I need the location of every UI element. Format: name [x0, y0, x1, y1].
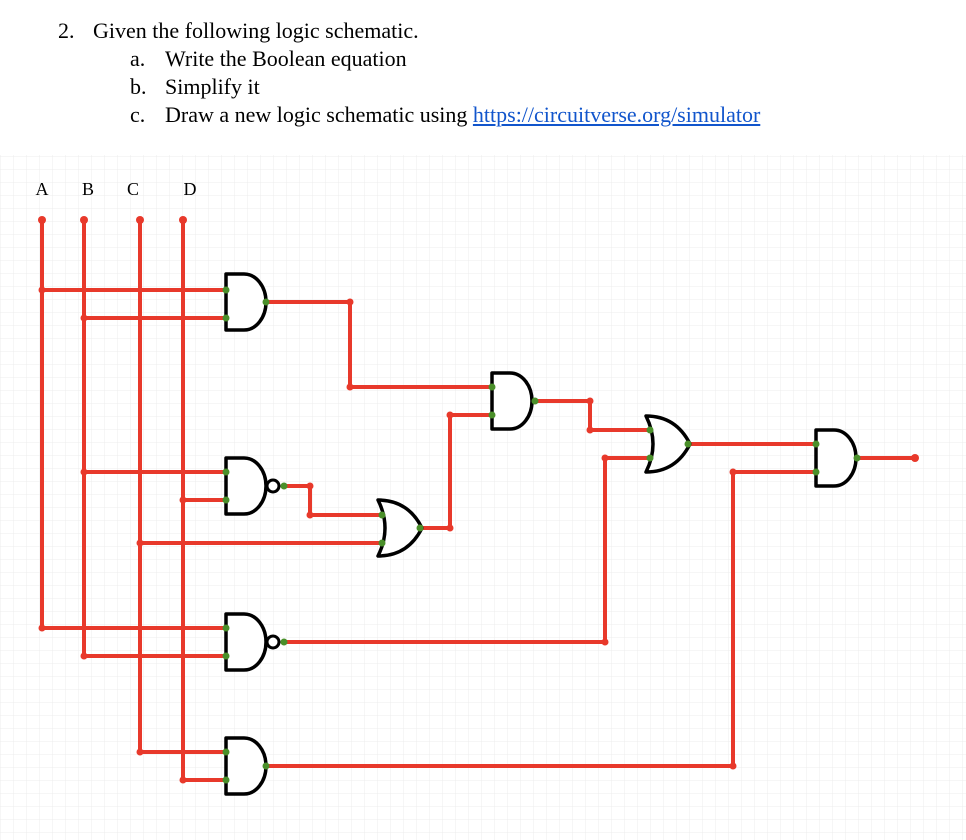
pin-dot: [262, 298, 270, 306]
junction-dot: [38, 624, 46, 632]
junction-dot: [446, 524, 454, 532]
input-node-d: [179, 216, 187, 224]
item-text-c-label: Draw a new logic schematic using: [165, 102, 473, 127]
wire-g1-to-g6: [264, 300, 494, 389]
pin-dot: [222, 314, 230, 322]
junction-dot: [80, 314, 88, 322]
input-label-a: A: [36, 179, 49, 199]
question-prompt: Given the following logic schematic.: [93, 18, 419, 43]
gate-or-5: [376, 498, 424, 558]
input-node-a: [38, 216, 46, 224]
junction-dot: [586, 426, 594, 434]
pin-dots: [222, 286, 861, 784]
junction-dot: [80, 468, 88, 476]
pin-dot: [378, 511, 386, 519]
pin-dot: [222, 624, 230, 632]
junction-dot: [80, 652, 88, 660]
pin-dot: [812, 468, 820, 476]
item-marker-c: c.: [130, 102, 146, 127]
grid-background: [0, 155, 966, 840]
item-text-a: Write the Boolean equation: [165, 46, 407, 71]
item-text-c: Draw a new logic schematic using https:/…: [165, 102, 760, 128]
pin-dot: [812, 440, 820, 448]
pin-dot: [853, 454, 861, 462]
junction-dot: [586, 397, 594, 405]
wire-g2-to-g5: [282, 484, 384, 517]
pin-dot: [222, 496, 230, 504]
pin-dot: [531, 397, 539, 405]
pin-dot: [646, 426, 654, 434]
pin-dot: [222, 652, 230, 660]
gate-nand-3: [224, 612, 268, 672]
output-node: [911, 454, 919, 462]
gates: [224, 272, 858, 796]
junction-dot: [346, 383, 354, 391]
pin-dot: [262, 762, 270, 770]
input-label-d: D: [184, 179, 197, 199]
pin-dot: [684, 440, 692, 448]
input-node-b: [80, 216, 88, 224]
gate-or-7: [644, 414, 692, 474]
gate-and-8: [814, 428, 858, 488]
gate-nand-2: [224, 456, 268, 516]
pin-dot: [378, 539, 386, 547]
junction-dot: [601, 638, 609, 646]
pin-dot: [222, 776, 230, 784]
junction-dot: [136, 748, 144, 756]
junction-dot: [601, 454, 609, 462]
pin-dot: [416, 524, 424, 532]
pin-dot: [222, 748, 230, 756]
junction-dot: [729, 762, 737, 770]
item-marker-a: a.: [130, 46, 146, 71]
pin-dot: [222, 468, 230, 476]
wire-g4-to-g8: [264, 470, 818, 768]
nand-bubble-2: [265, 478, 281, 494]
junction-dot: [136, 539, 144, 547]
input-label-c: C: [127, 179, 139, 199]
gate-and-6: [490, 371, 534, 431]
junction-dot: [306, 482, 314, 490]
junction-dot: [446, 411, 454, 419]
input-node-c: [136, 216, 144, 224]
pin-dot: [488, 411, 496, 419]
item-marker-b: b.: [130, 74, 147, 99]
junction-dots: [38, 216, 919, 784]
junction-dot: [306, 511, 314, 519]
pin-dot: [280, 638, 288, 646]
junction-dot: [346, 298, 354, 306]
wire-g5-to-g6: [418, 413, 494, 530]
question-number: 2.: [58, 18, 75, 43]
junction-dot: [179, 776, 187, 784]
nand-bubble-3: [265, 634, 281, 650]
gate-and-4: [224, 736, 268, 796]
junction-dot: [729, 468, 737, 476]
pin-dot: [280, 482, 288, 490]
wire-g3-to-g7: [282, 456, 652, 644]
item-text-b: Simplify it: [165, 74, 260, 99]
simulator-link[interactable]: https://circuitverse.org/simulator: [472, 102, 761, 127]
gate-and-1: [224, 272, 268, 332]
pin-dot: [222, 286, 230, 294]
junction-dot: [179, 496, 187, 504]
pin-dot: [646, 454, 654, 462]
junction-dot: [38, 286, 46, 294]
pin-dot: [488, 383, 496, 391]
input-label-b: B: [82, 179, 94, 199]
wire-g6-to-g7: [533, 399, 652, 432]
